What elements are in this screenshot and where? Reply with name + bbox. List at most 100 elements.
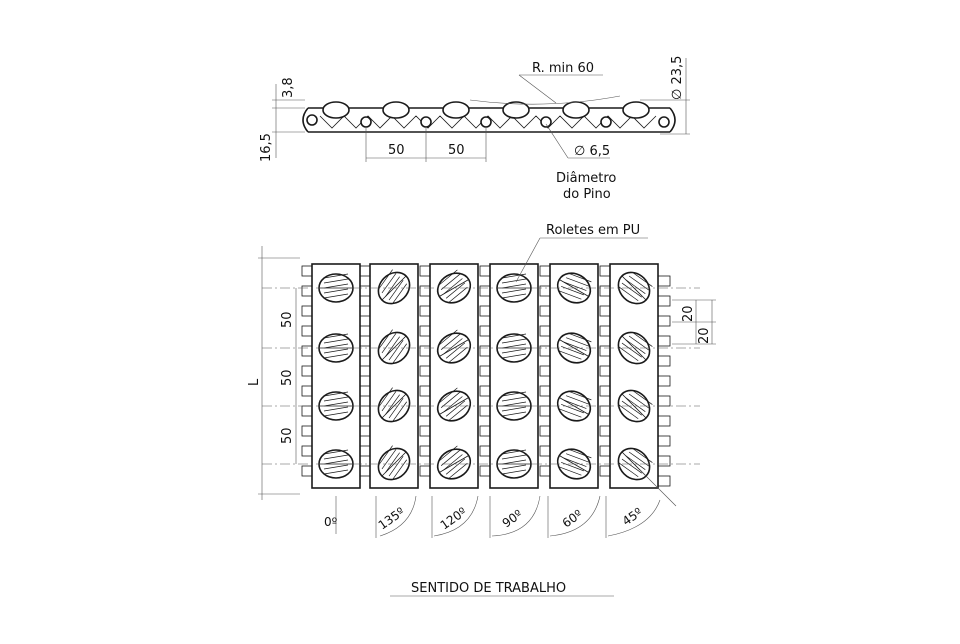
- pu-roller-hatch: [621, 400, 642, 416]
- pu-roller-hatch: [501, 343, 527, 349]
- module-tooth: [301, 265, 313, 277]
- side-roller: [442, 101, 470, 119]
- angle-arc-45: [607, 499, 661, 537]
- module-tooth: [539, 445, 551, 457]
- pu-roller-hatch: [381, 448, 397, 470]
- side-pin: [658, 116, 670, 128]
- pu-roller-hatch: [438, 269, 458, 286]
- pu-roller-hatch: [438, 445, 458, 462]
- module-tooth: [419, 445, 431, 457]
- module-tooth: [657, 455, 671, 467]
- module-tooth: [539, 305, 551, 317]
- module-tooth: [599, 425, 611, 437]
- module-tooth: [479, 325, 491, 337]
- pu-roller-hatch: [565, 277, 590, 287]
- pu-roller-hatch: [558, 466, 582, 476]
- radius-label: R. min 60: [532, 61, 594, 76]
- pu-roller-hatch: [448, 286, 468, 303]
- module-tooth: [599, 305, 611, 317]
- module-tooth: [301, 325, 313, 337]
- pu-roller-hatch: [385, 394, 400, 415]
- pu-roller-hatch: [501, 454, 527, 460]
- pu-roller-hatch: [621, 342, 642, 358]
- module-tooth: [301, 365, 313, 377]
- pu-roller-hatch: [568, 333, 592, 343]
- pu-roller-hatch: [443, 278, 463, 295]
- pu-roller-hatch: [381, 272, 397, 294]
- pu-roller: [617, 389, 653, 423]
- pu-roller-hatch: [392, 401, 408, 422]
- pin-leader: [545, 123, 569, 159]
- side-pin: [306, 114, 318, 126]
- module-tooth: [359, 385, 371, 397]
- pu-roller-hatch: [385, 452, 400, 473]
- pu-roller-hatch: [563, 281, 587, 291]
- pu-roller-hatch: [625, 455, 646, 470]
- module-tooth: [359, 345, 371, 357]
- pu-roller-hatch: [501, 293, 527, 299]
- angle-label-120: 120º: [438, 504, 470, 532]
- module-tooth: [539, 405, 551, 417]
- pu-roller-hatch: [445, 282, 466, 299]
- pu-roller-hatch: [501, 391, 527, 397]
- pu-roller-hatch: [565, 337, 590, 347]
- pu-roller-axle: [621, 275, 647, 301]
- row-pitch-label-3: 50: [280, 427, 295, 444]
- pu-roller-hatch: [378, 387, 393, 408]
- pu-roller-hatch: [440, 391, 461, 408]
- module-tooth: [359, 325, 371, 337]
- pu-roller-hatch: [323, 278, 349, 284]
- module-tooth: [479, 405, 491, 417]
- height-top-label: 3,8: [281, 77, 296, 98]
- module-tooth: [539, 285, 551, 297]
- pu-roller-hatch: [323, 411, 349, 417]
- side-view-tooth-profile: [319, 115, 657, 129]
- module-tooth: [539, 385, 551, 397]
- angle-label-60: 60º: [560, 507, 585, 531]
- pu-roller-hatch: [323, 449, 349, 455]
- module-tooth: [599, 365, 611, 377]
- pu-roller-hatch: [388, 398, 404, 419]
- module-tooth: [301, 445, 313, 457]
- pu-roller-axle: [439, 279, 469, 297]
- module-tooth: [301, 385, 313, 397]
- module-tooth: [359, 265, 371, 277]
- module-tooth: [479, 385, 491, 397]
- module-tooth: [419, 405, 431, 417]
- pu-roller-hatch: [392, 459, 408, 480]
- pu-roller-hatch: [563, 457, 587, 467]
- radius-leader: [518, 74, 557, 104]
- pu-roller-hatch: [565, 395, 590, 405]
- module-tooth: [657, 475, 671, 487]
- pu-roller-hatch: [501, 411, 527, 417]
- module-tooth: [359, 445, 371, 457]
- pu-roller-hatch: [501, 338, 527, 344]
- angle-label-45: 45º: [620, 505, 645, 529]
- angle-arc-60: [549, 495, 601, 537]
- module-tooth: [599, 405, 611, 417]
- pu-roller-hatch: [323, 396, 349, 402]
- pu-roller-hatch: [440, 449, 461, 466]
- pu-roller-axle: [621, 393, 647, 419]
- module-tooth: [419, 365, 431, 377]
- pu-roller-hatch: [621, 282, 642, 298]
- side-view-rollers: [322, 101, 650, 119]
- pu-roller-hatch: [445, 458, 466, 475]
- module-tooth: [359, 405, 371, 417]
- top-view: L 50 50 50 20 20 Roletes em PU 0º 135º 1…: [247, 223, 716, 538]
- pu-roller: [617, 271, 653, 305]
- pu-roller-hatch: [618, 286, 639, 302]
- module-tooth: [419, 345, 431, 357]
- module-tooth: [479, 345, 491, 357]
- pu-roller-hatch: [558, 290, 582, 300]
- angle-ref-45-diag: [639, 469, 677, 507]
- module-tooth: [419, 325, 431, 337]
- pu-roller-hatch: [378, 269, 393, 290]
- pu-roller-hatch: [618, 346, 639, 362]
- pu-roller-hatch: [501, 449, 527, 455]
- module-tooth: [599, 385, 611, 397]
- module-tooth: [301, 465, 313, 477]
- pu-roller: [436, 329, 472, 364]
- side-view: 3,8 16,5 ∅ 23,5 R. min 60 50 50 ∅ 6,5 Di…: [259, 56, 690, 202]
- pu-roller-hatch: [501, 464, 527, 470]
